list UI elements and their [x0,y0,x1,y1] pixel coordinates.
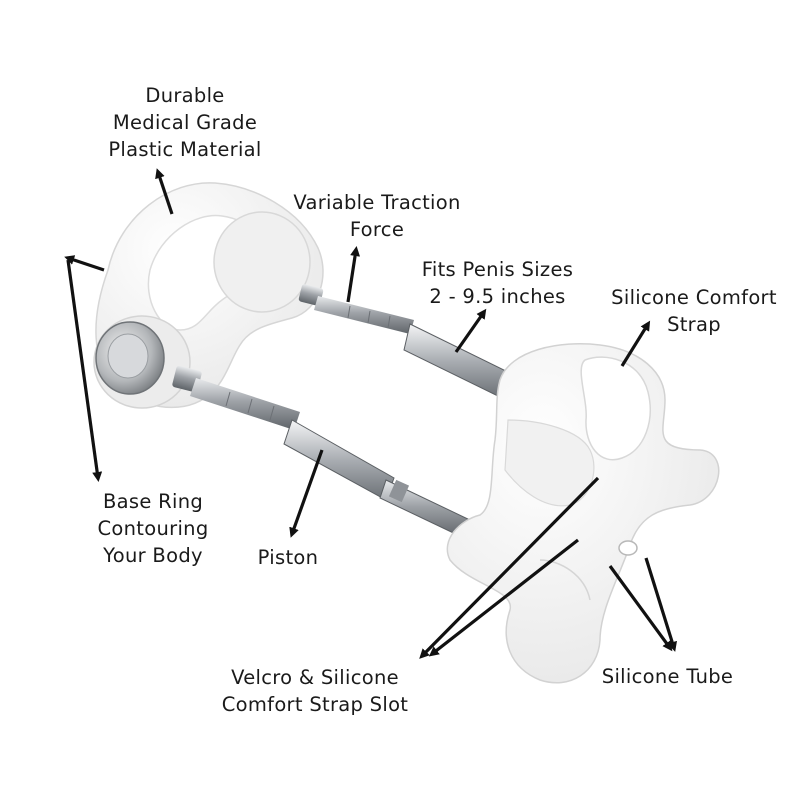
arrow-material [155,168,174,215]
label-base-ring-line-2: Contouring [97,517,209,540]
label-strap-line-2: Strap [667,313,721,336]
label-traction-line-1: Variable Traction [293,191,461,214]
label-base-ring-line-1: Base Ring [102,490,204,513]
adjustment-knob [95,321,165,395]
label-piston-line-1: Piston [257,546,319,569]
label-traction-line-2: Force [349,218,405,241]
label-traction: Variable Traction Force [272,189,482,243]
comfort-strap-cradle [446,343,720,684]
upper-traction-rod [298,284,509,399]
callout-arrows [64,168,677,659]
arrow-sizes [454,308,487,353]
arrow-base-ring-2 [66,259,103,482]
arrow-base-ring-1 [64,255,105,272]
arrow-tube-2 [644,557,677,652]
arrow-tube-1 [608,565,673,652]
label-velcro-line-1: Velcro & Silicone [231,666,399,689]
label-base-ring: Base Ring Contouring Your Body [78,488,228,569]
label-sizes: Fits Penis Sizes 2 - 9.5 inches [400,256,595,310]
piston-rod [172,365,471,539]
label-sizes-line-2: 2 - 9.5 inches [429,285,566,308]
arrow-piston [289,449,324,538]
label-strap: Silicone Comfort Strap [590,284,798,338]
arrow-traction [346,246,361,303]
arrow-velcro-2 [428,538,579,657]
arrow-velcro-1 [419,476,600,659]
label-sizes-line-1: Fits Penis Sizes [421,258,574,281]
label-tube-line-1: Silicone Tube [601,665,734,688]
label-strap-line-1: Silicone Comfort [611,286,777,309]
arrow-strap [620,320,651,367]
label-material: Durable Medical Grade Plastic Material [95,82,275,163]
label-velcro-line-2: Comfort Strap Slot [221,693,409,716]
label-material-line-3: Plastic Material [108,138,262,161]
label-tube: Silicone Tube [585,663,750,690]
label-velcro: Velcro & Silicone Comfort Strap Slot [195,664,435,718]
label-material-line-2: Medical Grade [112,111,258,134]
label-material-line-1: Durable [145,84,225,107]
label-piston: Piston [240,544,336,571]
label-base-ring-line-3: Your Body [103,544,203,567]
